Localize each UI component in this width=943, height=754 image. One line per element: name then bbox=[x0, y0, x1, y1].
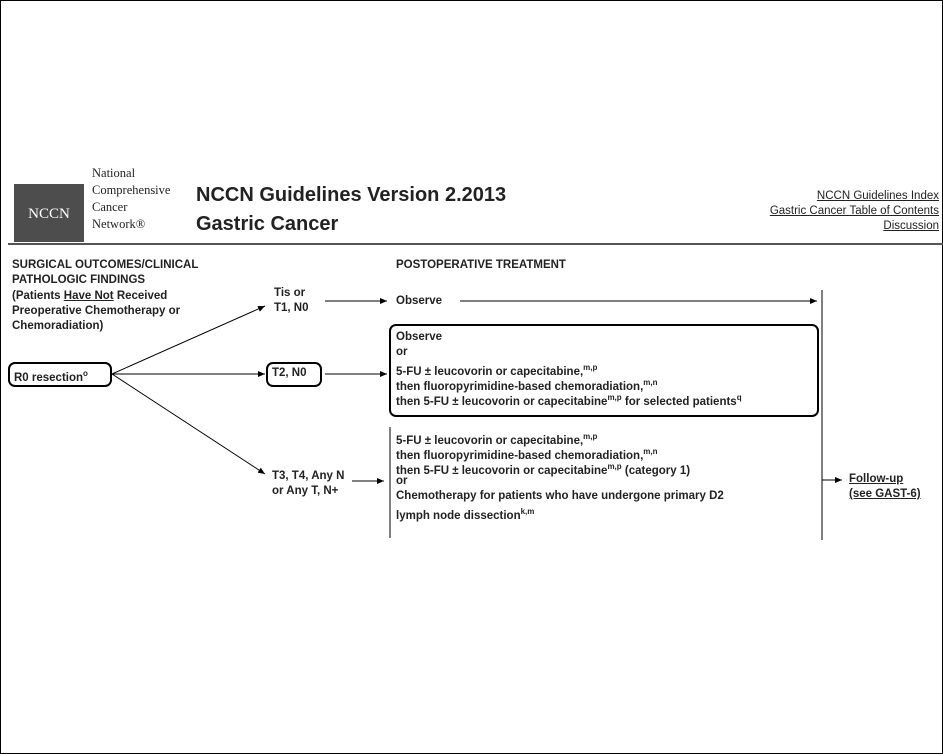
branch-t2-n0-label: T2, N0 bbox=[272, 367, 307, 379]
org-name-line2: Comprehensive bbox=[92, 183, 171, 197]
follow-up-link[interactable]: Follow-up bbox=[849, 473, 904, 485]
t2-tx-line4: then fluoropyrimidine-based chemoradiati… bbox=[396, 378, 658, 393]
branch-tis-t1-treatment: Observe bbox=[396, 295, 443, 307]
t2-tx-line5: then 5-FU ± leucovorin or capecitabinem,… bbox=[396, 393, 742, 408]
org-name-line1: National bbox=[92, 166, 136, 180]
t2-tx-line3: 5-FU ± leucovorin or capecitabine,m,p bbox=[396, 363, 598, 378]
branch-tis-t1-line1: Tis or bbox=[274, 287, 306, 299]
org-name-line3: Cancer bbox=[92, 200, 128, 214]
t2-n0-treatment-box bbox=[389, 324, 819, 417]
t3-tx-line2: then fluoropyrimidine-based chemoradiati… bbox=[396, 447, 658, 462]
right-column-header: POSTOPERATIVE TREATMENT bbox=[396, 259, 566, 271]
see-gast-6-link[interactable]: (see GAST-6) bbox=[849, 488, 921, 500]
logo-text: NCCN bbox=[28, 206, 70, 222]
discussion-link[interactable]: Discussion bbox=[883, 220, 939, 232]
guidelines-index-link[interactable]: NCCN Guidelines Index bbox=[816, 190, 939, 202]
t3-tx-line5: Chemotherapy for patients who have under… bbox=[396, 490, 724, 502]
left-column-header-line2: PATHOLOGIC FINDINGS bbox=[12, 274, 146, 286]
r0-resection-box bbox=[8, 362, 112, 387]
nccn-logo: NCCN bbox=[14, 184, 84, 242]
t3-tx-line4: or bbox=[396, 475, 408, 487]
t3-tx-line3: then 5-FU ± leucovorin or capecitabinem,… bbox=[396, 462, 691, 477]
branch-t3-t4-line2: or Any T, N+ bbox=[272, 485, 339, 497]
left-column-subheader-line1: (Patients Have Not Received bbox=[12, 290, 168, 302]
table-of-contents-link[interactable]: Gastric Cancer Table of Contents bbox=[769, 205, 939, 217]
t2-n0-box bbox=[266, 362, 322, 387]
header-divider bbox=[8, 243, 943, 245]
left-column-subheader-line2: Preoperative Chemotherapy or bbox=[12, 305, 181, 317]
r0-resection-label: R0 resectiono bbox=[14, 369, 88, 384]
t2-tx-line2: or bbox=[396, 346, 408, 358]
branch-t3-t4-line1: T3, T4, Any N bbox=[272, 470, 345, 482]
t3-tx-line1: 5-FU ± leucovorin or capecitabine,m,p bbox=[396, 432, 598, 447]
guideline-version-title: NCCN Guidelines Version 2.2013 bbox=[196, 184, 507, 206]
branch-tis-t1-line2: T1, N0 bbox=[274, 302, 309, 314]
left-column-header-line1: SURGICAL OUTCOMES/CLINICAL bbox=[12, 259, 199, 271]
t2-tx-line1: Observe bbox=[396, 331, 443, 343]
left-column-subheader-line3: Chemoradiation) bbox=[12, 320, 104, 332]
t3-tx-line6: lymph node dissectionk,m bbox=[396, 507, 535, 522]
org-name-line4: Network® bbox=[92, 217, 146, 231]
guideline-subject-title: Gastric Cancer bbox=[196, 213, 339, 235]
